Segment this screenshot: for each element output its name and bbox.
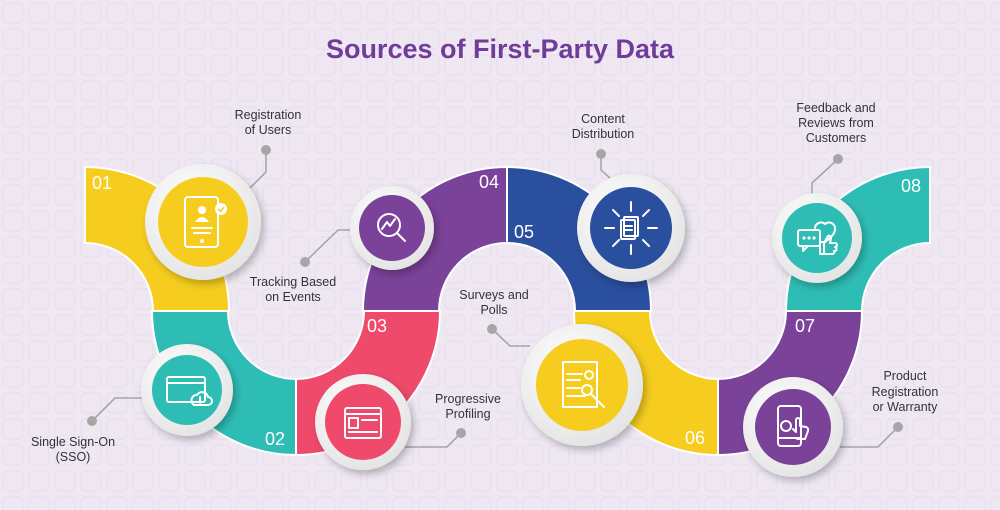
- document-distribution-icon: [604, 201, 658, 255]
- connector-dot: [893, 422, 903, 432]
- browser-cloud-upload-icon: [166, 376, 213, 406]
- step-number-08: 08: [901, 176, 921, 196]
- icon-badge-07: [743, 377, 843, 477]
- survey-checklist-icon: [562, 361, 605, 408]
- step-number-06: 06: [685, 428, 705, 448]
- connector-04: [300, 229, 352, 267]
- step-number-07: 07: [795, 316, 815, 336]
- icon-badge-08: [772, 193, 862, 283]
- step-number-05: 05: [514, 222, 534, 242]
- user-profile-tablet-icon: [184, 196, 227, 248]
- step-number-04: 04: [479, 172, 499, 192]
- connector-07: [840, 422, 903, 448]
- connector-dot: [596, 149, 606, 159]
- connector-02: [87, 397, 145, 426]
- connector-08: [811, 154, 843, 195]
- page-title: Sources of First-Party Data: [326, 34, 675, 64]
- step-number-01: 01: [92, 173, 112, 193]
- icon-badge-05: [577, 174, 685, 282]
- icon-badge-02: [141, 344, 233, 436]
- connector-01: [249, 145, 271, 189]
- connector-03: [405, 428, 466, 448]
- icon-badge-06: [521, 324, 643, 446]
- phone-tap-icon: [777, 405, 810, 447]
- analytics-magnifier-icon: [377, 213, 406, 242]
- icon-badge-01: [145, 164, 261, 280]
- step-number-03: 03: [367, 316, 387, 336]
- connector-dot: [261, 145, 271, 155]
- profile-window-icon: [344, 407, 382, 439]
- connector-dot: [300, 257, 310, 267]
- connector-dot: [87, 416, 97, 426]
- icon-badge-04: [350, 186, 434, 270]
- connector-06: [487, 324, 530, 347]
- connector-05: [596, 149, 611, 179]
- label-single-sign-on: Single Sign-On(SSO): [31, 435, 115, 464]
- step-number-02: 02: [265, 429, 285, 449]
- connector-dot: [833, 154, 843, 164]
- connector-dot: [456, 428, 466, 438]
- feedback-thumbs-up-icon: [797, 221, 838, 255]
- connector-dot: [487, 324, 497, 334]
- icon-badge-03: [315, 374, 411, 470]
